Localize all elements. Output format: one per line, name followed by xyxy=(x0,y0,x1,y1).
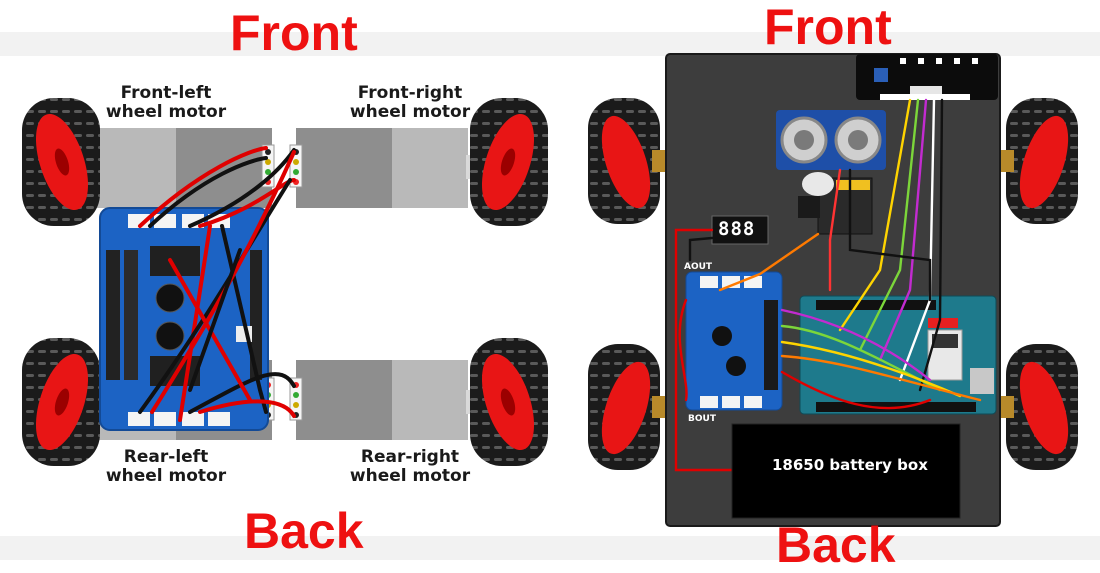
right-rear-right-wheel xyxy=(998,344,1078,470)
battery-box xyxy=(731,423,961,519)
bottom-band xyxy=(0,536,1100,560)
front-left-wheel xyxy=(22,98,100,226)
left-back-label: Back xyxy=(244,503,364,559)
aout-label: AOUT xyxy=(684,262,713,272)
left-wires xyxy=(138,146,296,422)
rear-left-motor-label: Rear-left wheel motor xyxy=(96,448,236,486)
left-front-label: Front xyxy=(230,5,358,61)
front-right-motor-label-line1: Front-right xyxy=(357,83,463,103)
front-left-motor-label-line2: wheel motor xyxy=(105,102,227,122)
rear-right-motor-label: Rear-right wheel motor xyxy=(340,448,480,486)
front-left-motor-label: Front-left wheel motor xyxy=(96,84,236,122)
right-front-label: Front xyxy=(764,0,892,55)
ultrasonic-sensor xyxy=(776,110,886,170)
rear-left-wheel xyxy=(22,338,100,466)
motor-driver-board xyxy=(99,207,269,431)
rear-right-wheel xyxy=(470,338,548,466)
line-tracker-sensor xyxy=(856,54,998,100)
bout-label: BOUT xyxy=(688,414,716,424)
servo-motor xyxy=(798,172,873,235)
front-right-wheel xyxy=(470,98,548,226)
right-motor-driver-board xyxy=(685,271,783,411)
front-right-motor-label: Front-right wheel motor xyxy=(340,84,480,122)
right-diagram xyxy=(588,53,1078,527)
front-right-motor-label-line2: wheel motor xyxy=(349,102,471,122)
front-left-motor-label-line1: Front-left xyxy=(120,83,212,103)
rear-left-motor-label-line1: Rear-left xyxy=(123,447,209,467)
rear-left-motor-label-line2: wheel motor xyxy=(105,466,227,486)
left-diagram xyxy=(22,98,548,466)
rear-right-motor-label-line2: wheel motor xyxy=(349,466,471,486)
right-back-label: Back xyxy=(776,517,896,573)
right-rear-left-wheel xyxy=(588,344,668,470)
battery-box-label: 18650 battery box xyxy=(772,456,928,474)
right-front-right-wheel xyxy=(998,98,1078,224)
segment-display-digits: 888 xyxy=(718,218,756,240)
right-wires xyxy=(674,98,982,472)
right-front-left-wheel xyxy=(588,98,668,224)
top-band xyxy=(0,32,1100,56)
rear-right-motor-label-line1: Rear-right xyxy=(360,447,460,467)
